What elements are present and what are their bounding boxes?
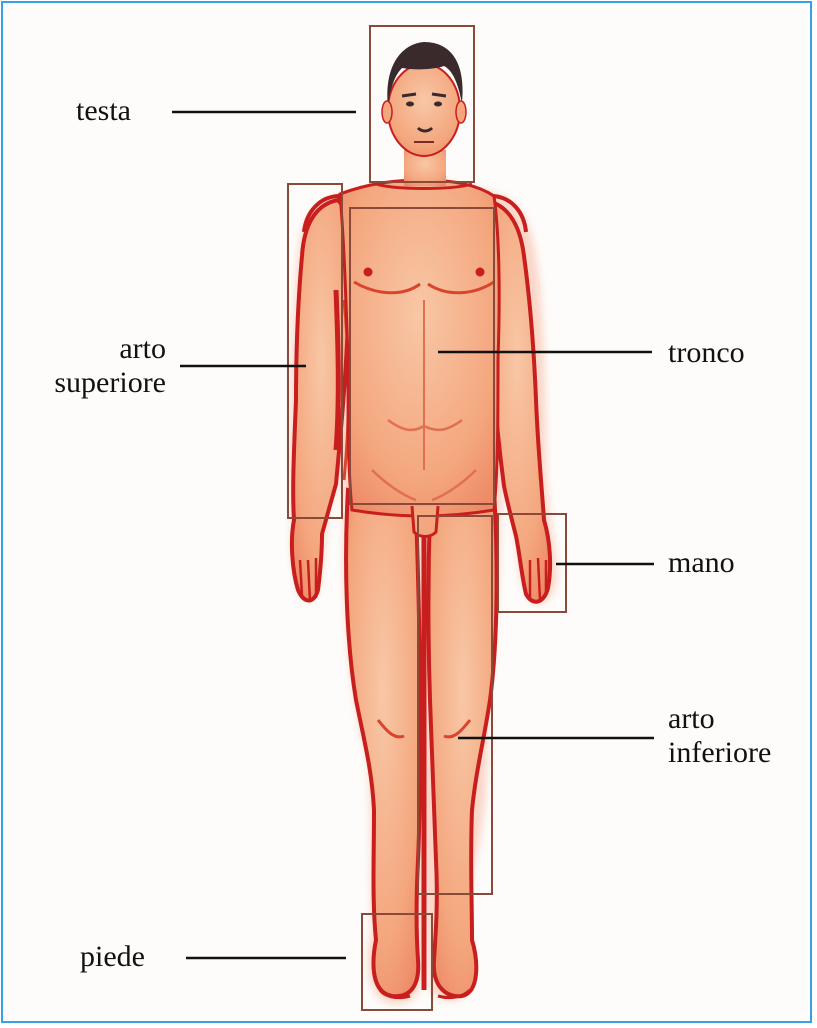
label-arto-superiore-line1: arto — [46, 332, 166, 366]
label-testa: testa — [76, 94, 131, 128]
label-arto-superiore: arto superiore — [46, 332, 166, 400]
left-leg-shape — [346, 490, 420, 996]
torso-shape — [340, 180, 499, 516]
label-piede: piede — [80, 940, 145, 974]
label-arto-superiore-line2: superiore — [46, 366, 166, 400]
label-mano: mano — [668, 546, 735, 580]
label-tronco-text: tronco — [668, 336, 745, 370]
label-testa-text: testa — [76, 94, 131, 128]
head — [376, 42, 472, 189]
label-piede-text: piede — [80, 940, 145, 974]
label-arto-inferiore: arto inferiore — [668, 702, 771, 770]
label-tronco: tronco — [668, 336, 745, 370]
label-mano-text: mano — [668, 546, 735, 580]
label-arto-inferiore-line2: inferiore — [668, 736, 771, 770]
label-arto-inferiore-line1: arto — [668, 702, 771, 736]
